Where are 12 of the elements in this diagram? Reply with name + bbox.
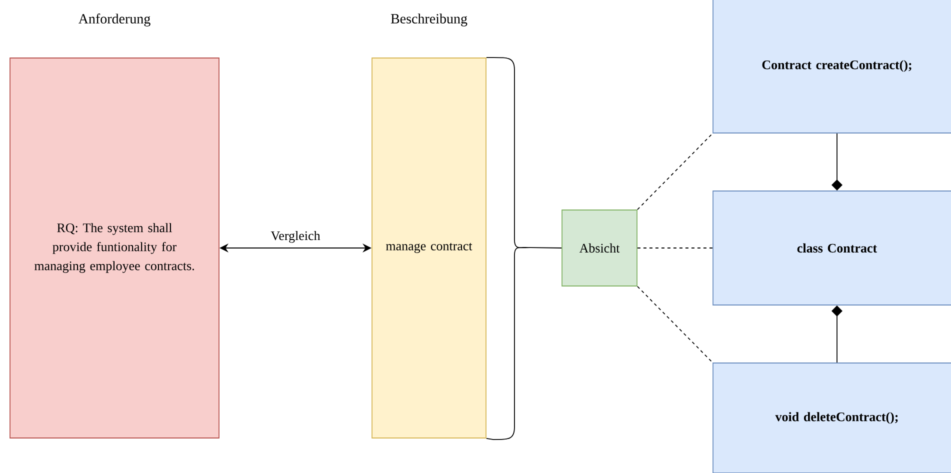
brace-connector [486, 57, 562, 440]
edge-label: Vergleich [270, 230, 320, 243]
description-box: manage contract [372, 58, 486, 438]
dashed-line [637, 133, 713, 210]
intent-box: Absicht [562, 210, 638, 286]
class-box: class Contract [712, 190, 951, 306]
dashed-line [637, 286, 713, 363]
column-heading: Beschreibung [390, 14, 468, 26]
method-box: Contract createContract(); [712, 0, 951, 134]
column-heading: Anforderung [78, 14, 150, 26]
method-box: void deleteContract(); [712, 362, 951, 473]
requirement-box: RQ: The system shall provide funtionality for managing employee contracts. [10, 58, 220, 438]
